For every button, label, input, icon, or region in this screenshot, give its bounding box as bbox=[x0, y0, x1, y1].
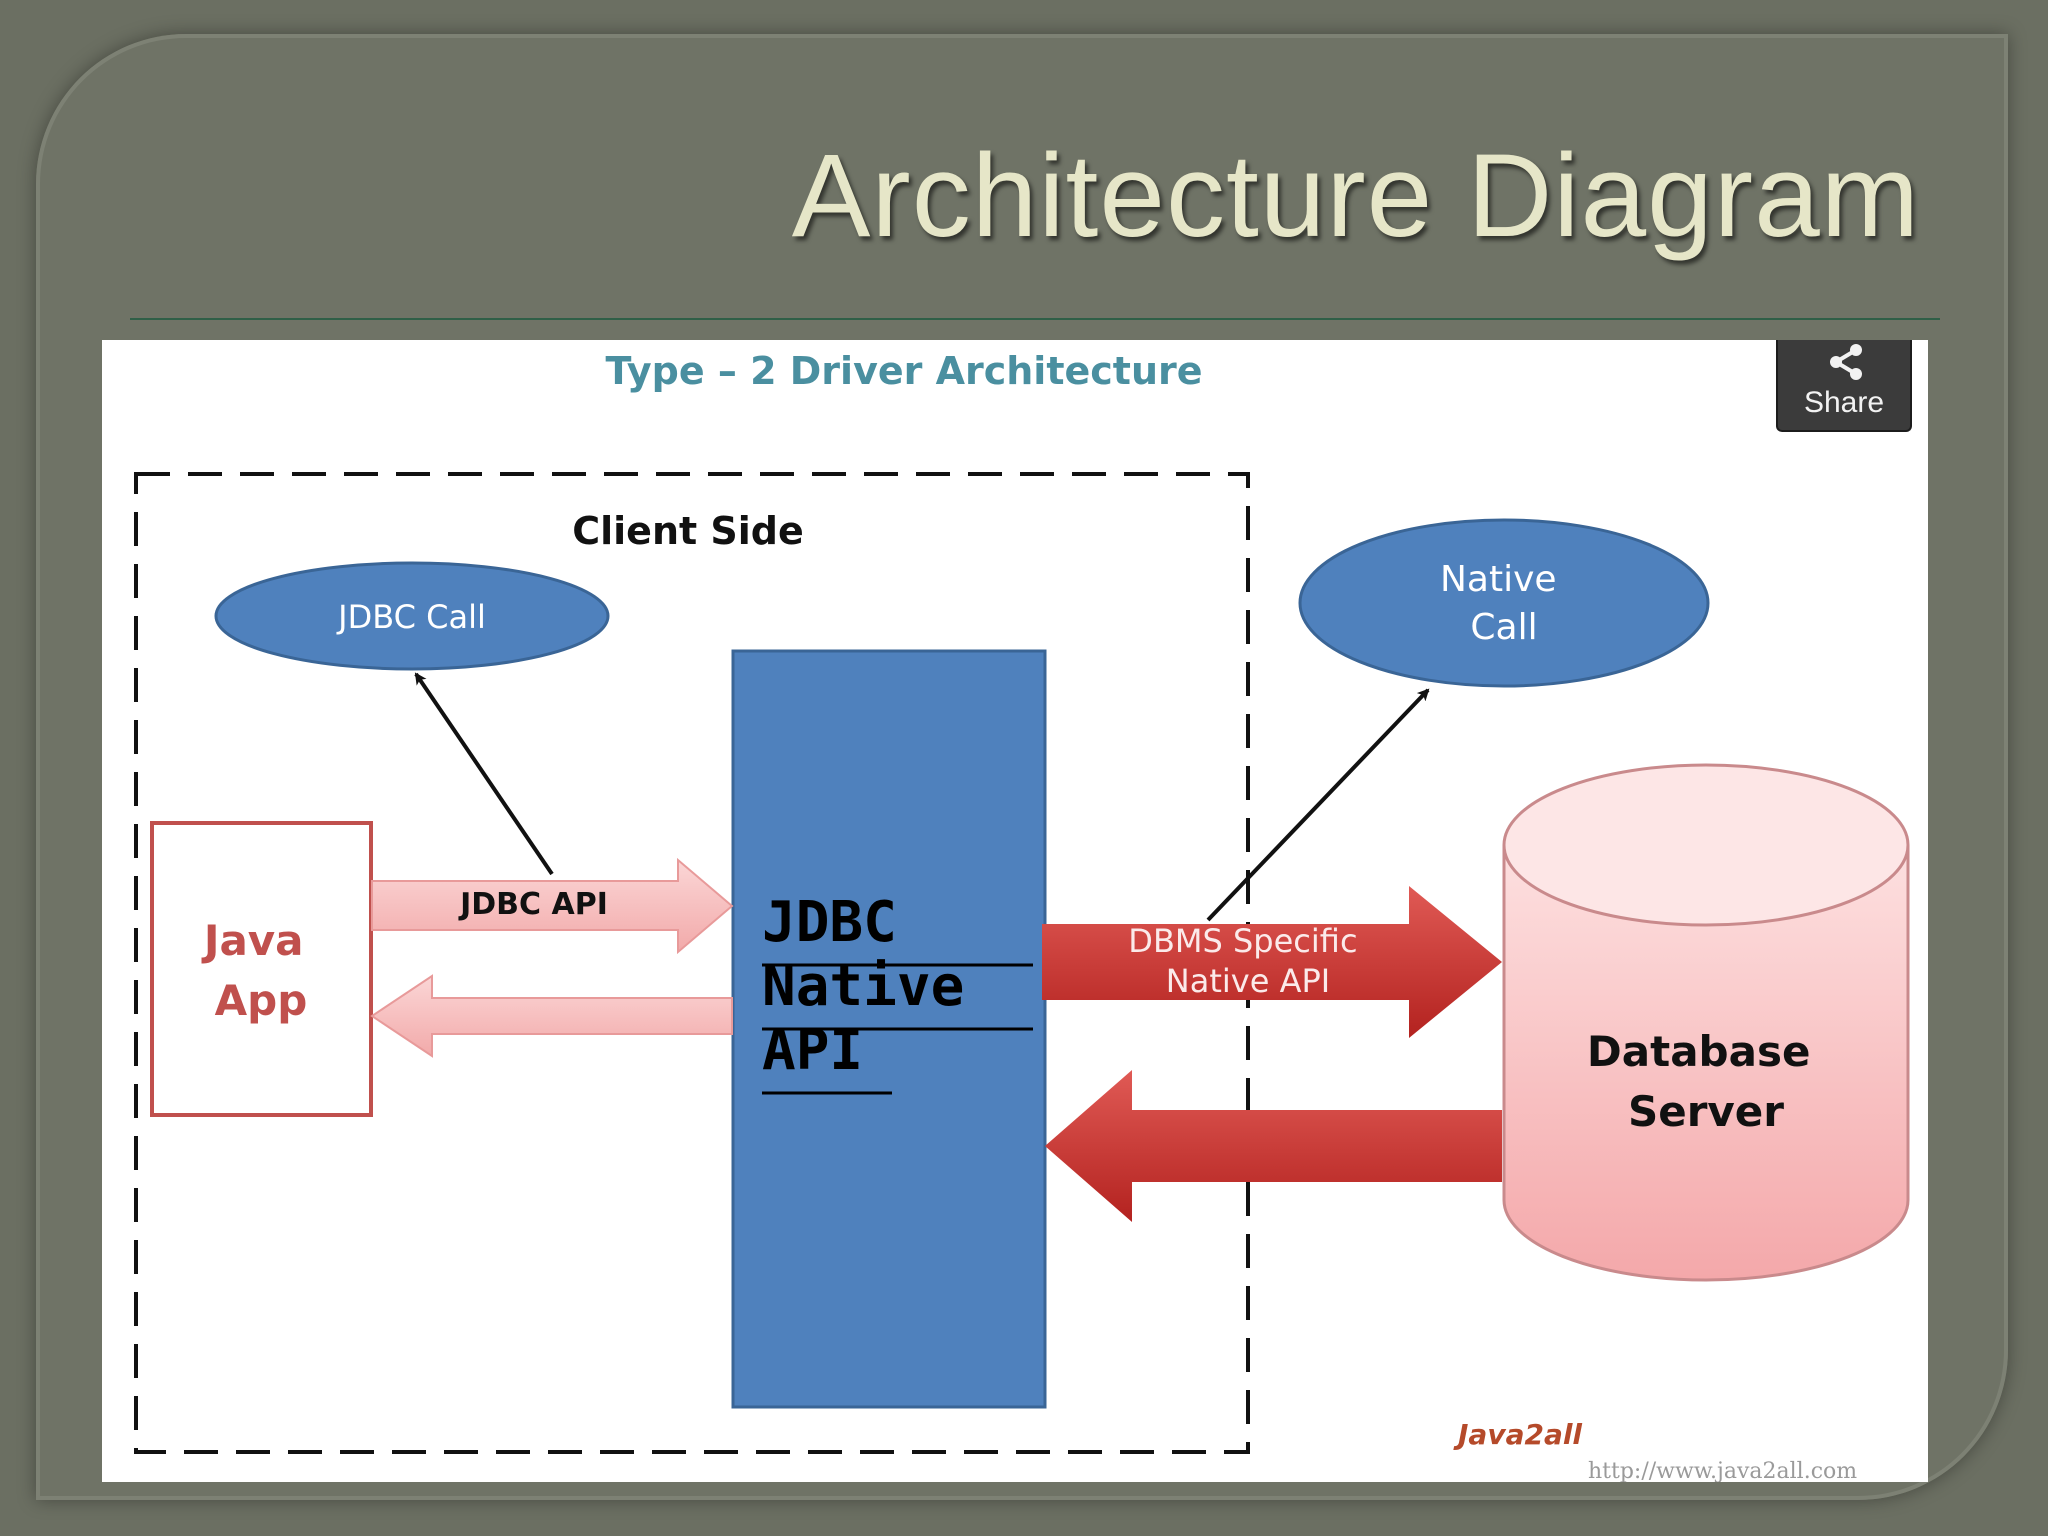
jdbc-api-arrow bbox=[371, 857, 734, 955]
diagram-heading: Type – 2 Driver Architecture bbox=[605, 349, 1202, 393]
diagram-panel: Type – 2 Driver Architecture Client Side… bbox=[102, 340, 1928, 1482]
jdbc-call-arrow bbox=[414, 672, 554, 876]
native-call-label: Native Call bbox=[1440, 559, 1568, 648]
database-server-label: Database Server bbox=[1587, 1027, 1825, 1136]
jdbc-call-label: JDBC Call bbox=[336, 598, 486, 636]
java2all-logo: Java2all bbox=[1453, 1418, 1582, 1451]
title-divider bbox=[130, 318, 1940, 320]
svg-text:JDBC: JDBC bbox=[762, 890, 897, 955]
jdbc-call-ellipse bbox=[214, 561, 610, 671]
dbms-native-api-label: DBMS Specific Native API bbox=[1128, 922, 1367, 1000]
database-return-arrow bbox=[1045, 1070, 1502, 1222]
java-app-box bbox=[150, 821, 373, 1117]
share-button[interactable]: Share bbox=[1776, 340, 1912, 432]
share-label: Share bbox=[1803, 386, 1885, 419]
native-call-ellipse bbox=[1298, 518, 1710, 688]
dbms-native-api-arrow bbox=[1042, 886, 1502, 1038]
database-server-cylinder bbox=[1502, 845, 1910, 1282]
architecture-diagram: Type – 2 Driver Architecture Client Side… bbox=[134, 349, 1910, 1482]
share-icon bbox=[1830, 344, 1862, 380]
jdbc-return-arrow bbox=[370, 974, 733, 1058]
watermark-url: http://www.java2all.com bbox=[1588, 1459, 1857, 1482]
slide-title: Architecture Diagram bbox=[791, 130, 1920, 262]
native-call-arrow bbox=[1206, 688, 1430, 922]
client-side-label: Client Side bbox=[572, 509, 804, 553]
jdbc-api-label: JDBC API bbox=[458, 887, 608, 922]
java-app-label: Java App bbox=[201, 916, 318, 1025]
database-server-top bbox=[1502, 763, 1910, 927]
